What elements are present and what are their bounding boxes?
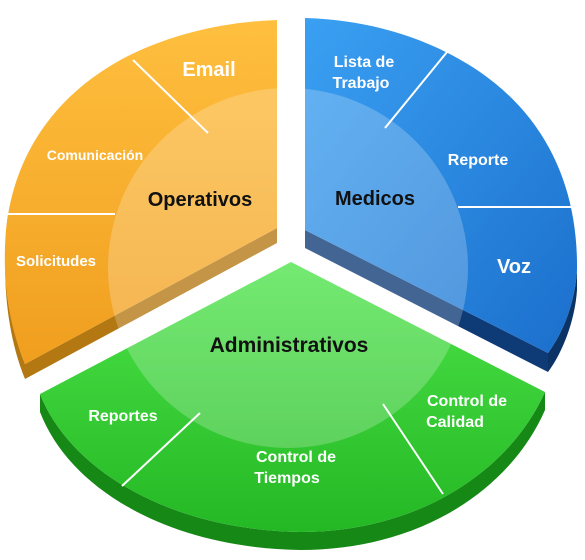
item-control-de-calidad-line1: Control de	[427, 393, 507, 410]
medicos-side	[305, 230, 548, 372]
item-control-de-tiempos-line1: Control de	[256, 449, 336, 466]
item-lista-de-trabajo-line1: Lista de	[334, 54, 395, 71]
operativos-side	[5, 215, 277, 379]
item-solicitudes: Solicitudes	[16, 253, 96, 270]
item-email: Email	[182, 59, 235, 81]
medicos-side-curve	[548, 270, 577, 372]
administrativos-face	[40, 262, 545, 532]
operativos-face	[4, 20, 277, 364]
section-administrativos	[40, 262, 545, 550]
section-medicos	[305, 18, 578, 372]
title-medicos: Medicos	[335, 188, 415, 210]
item-reporte: Reporte	[448, 152, 509, 169]
item-control-de-calidad-line2: Calidad	[426, 414, 484, 431]
item-reportes: Reportes	[88, 408, 157, 425]
item-voz: Voz	[497, 256, 531, 278]
item-lista-de-trabajo-line2: Trabajo	[333, 75, 390, 92]
item-control-de-tiempos-line2: Tiempos	[254, 470, 320, 487]
section-operativos	[4, 20, 277, 379]
administrativos-divider-1	[121, 412, 201, 487]
administrativos-divider-2	[382, 403, 444, 495]
center-hub	[108, 88, 468, 448]
operativos-divider-1	[132, 59, 209, 134]
administrativos-side	[40, 392, 545, 550]
medicos-face	[305, 18, 578, 353]
item-comunicacion: Comunicación	[47, 147, 143, 163]
title-administrativos: Administrativos	[210, 334, 369, 357]
medicos-divider-1	[384, 51, 448, 129]
title-operativos: Operativos	[148, 189, 252, 211]
